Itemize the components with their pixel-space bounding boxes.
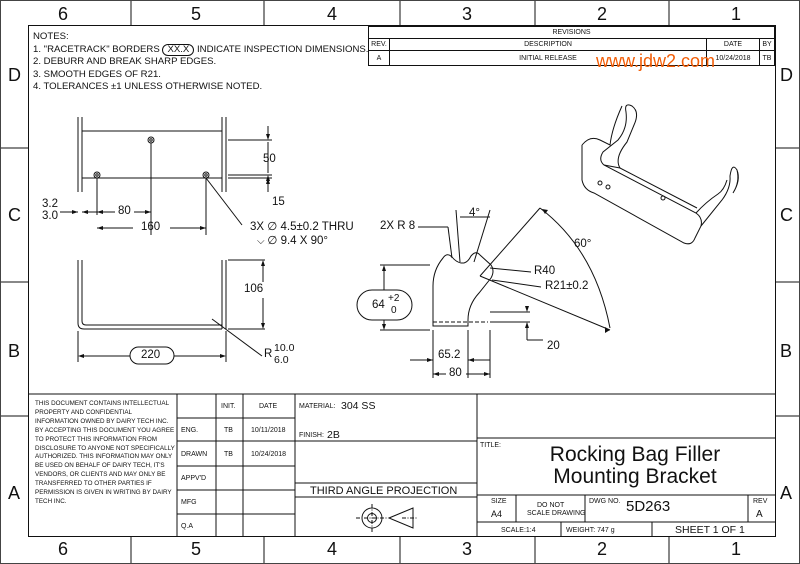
drawing-title-line-2: Mounting Bracket (553, 465, 717, 488)
bend-radius-lower: 6.0 (274, 354, 289, 366)
zone-bottom-5: 5 (191, 539, 202, 559)
revision-row: A INITIAL RELEASE 10/24/2018 TB (368, 50, 775, 66)
row-drawn-label: DRAWN (181, 451, 208, 458)
zone-right-d: D (780, 65, 793, 85)
zone-bottom-1: 1 (731, 539, 742, 559)
dim-20: 20 (547, 340, 560, 352)
title-label: TITLE: (480, 442, 502, 449)
dim-80-top: 80 (118, 205, 131, 217)
zone-top-4: 4 (327, 4, 338, 24)
zone-top-3: 3 (462, 4, 473, 24)
dim-106: 106 (244, 283, 264, 295)
dwg-no-label: DWG NO. (589, 498, 621, 505)
racetrack-example: XX.X (162, 43, 195, 56)
finish-value: 2B (327, 429, 340, 441)
note-1: 1. "RACETRACK" BORDERS XX.X INDICATE INS… (33, 43, 369, 57)
notes-block: NOTES: 1. "RACETRACK" BORDERS XX.X INDIC… (33, 31, 368, 94)
dim-r21: R21±0.2 (545, 280, 589, 292)
row-eng-date: 10/11/2018 (251, 427, 286, 434)
dim-4-deg: 4° (469, 207, 480, 219)
rev-header-by: BY (759, 38, 775, 51)
row-mfg-label: MFG (181, 499, 197, 506)
rev-header-description: DESCRIPTION (389, 38, 707, 51)
drawing-title-line-1: Rocking Bag Filler (549, 443, 721, 466)
rev-cell-rev: A (368, 50, 390, 66)
zone-left-b: B (8, 341, 21, 361)
zone-left-c: C (8, 205, 21, 225)
rev-cell-date: 10/24/2018 (706, 50, 760, 66)
bend-radius-label: R (264, 348, 273, 360)
note-1-suffix: INDICATE INSPECTION DIMENSIONS. (196, 43, 369, 55)
projection-label: THIRD ANGLE PROJECTION (310, 485, 458, 497)
sheet-value: SHEET 1 OF 1 (675, 524, 745, 536)
rev-cell-by: TB (759, 50, 775, 66)
zone-top-2: 2 (597, 4, 608, 24)
rev-header-date: DATE (706, 38, 760, 51)
header-date: DATE (259, 403, 278, 410)
row-eng-label: ENG. (181, 427, 199, 434)
dim-220: 220 (141, 349, 161, 361)
zone-left-a: A (8, 483, 21, 503)
rev-header-rev: REV. (368, 38, 390, 51)
dim-64-tol-lower: 0 (391, 305, 397, 316)
rev-value: A (756, 509, 763, 520)
header-init: INIT. (221, 403, 236, 410)
confidentiality-notice: THIS DOCUMENT CONTAINS INTELLECTUAL PROP… (35, 400, 175, 505)
no-scale-line-2: SCALE DRAWING (527, 510, 586, 517)
zone-bottom-3: 3 (462, 539, 473, 559)
zone-top-5: 5 (191, 4, 202, 24)
finish-label: FINISH: (299, 432, 324, 439)
dim-64-tol-upper: +2 (388, 293, 400, 304)
note-4: 4. TOLERANCES ±1 UNLESS OTHERWISE NOTED. (33, 81, 263, 93)
row-eng-init: TB (224, 427, 233, 434)
zone-bottom-6: 6 (58, 539, 69, 559)
size-label: SIZE (491, 498, 507, 505)
dim-65-2: 65.2 (438, 349, 461, 361)
dim-60-deg: 60° (574, 238, 592, 250)
note-3: 3. SMOOTH EDGES OF R21. (33, 68, 161, 80)
row-appvd-label: APPV'D (181, 475, 207, 482)
zone-bottom-2: 2 (597, 539, 608, 559)
watermark: www.jdw2.com (596, 51, 716, 71)
zone-left-d: D (8, 65, 21, 85)
size-value: A4 (491, 509, 503, 519)
dim-15: 15 (272, 196, 285, 208)
drawing-title: Rocking Bag Filler Mounting Bracket (540, 444, 730, 488)
weight-value: WEIGHT: 747 g (566, 527, 615, 534)
zone-top-1: 1 (731, 4, 742, 24)
revisions-table: REVISIONS REV. DESCRIPTION DATE BY A INI… (368, 26, 775, 66)
hole-callout-csk: ⌵ ∅ 9.4 X 90° (257, 235, 329, 247)
material-value: 304 SS (341, 400, 376, 412)
dim-160: 160 (141, 221, 161, 233)
dim-64: 64 (372, 299, 385, 311)
no-scale-line-1: DO NOT (537, 502, 565, 509)
dim-80-side: 80 (449, 367, 462, 379)
dim-50: 50 (263, 153, 276, 165)
revisions-title: REVISIONS (368, 26, 775, 39)
scale-value: SCALE:1:4 (501, 527, 536, 534)
dim-3-0: 3.0 (42, 210, 58, 222)
row-drawn-date: 10/24/2018 (251, 451, 287, 458)
dim-2x-r8: 2X R 8 (380, 220, 416, 232)
zone-right-c: C (780, 205, 793, 225)
bend-radius-upper: 10.0 (274, 342, 295, 354)
hole-callout-csk-text: ∅ 9.4 X 90° (267, 235, 329, 247)
zone-right-a: A (780, 483, 793, 503)
rev-cell-description: INITIAL RELEASE (389, 50, 707, 66)
material-label: MATERIAL: (299, 403, 336, 410)
hole-callout-thru: 3X ∅ 4.5±0.2 THRU (250, 221, 354, 233)
rev-label: REV (753, 498, 768, 505)
dim-3-2: 3.2 (42, 198, 58, 210)
dwg-no-value: 5D263 (626, 498, 671, 515)
note-2: 2. DEBURR AND BREAK SHARP EDGES. (33, 56, 217, 68)
notes-heading: NOTES: (33, 31, 69, 42)
zone-top-6: 6 (58, 4, 69, 24)
row-qa-label: Q.A (181, 523, 194, 530)
dim-r40: R40 (534, 265, 556, 277)
note-1-prefix: 1. "RACETRACK" BORDERS (33, 43, 160, 55)
zone-bottom-4: 4 (327, 539, 338, 559)
row-drawn-init: TB (224, 451, 233, 458)
zone-right-b: B (780, 341, 793, 361)
